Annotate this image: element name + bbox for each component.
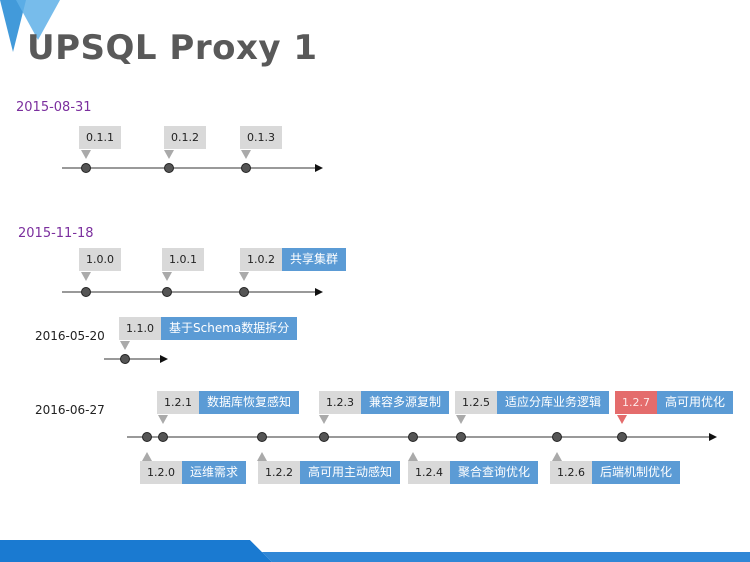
- feature-label: 高可用优化: [657, 391, 734, 414]
- timeline-1-node-3: [241, 163, 251, 173]
- timeline-4-node-1.2.3: [319, 432, 329, 442]
- version-label: 1.1.0: [119, 317, 161, 340]
- version-tag: 1.2.4 聚合查询优化: [408, 461, 539, 484]
- timeline-1-node-1: [81, 163, 91, 173]
- version-tag: 1.0.2 共享集群: [240, 248, 347, 271]
- version-tag: 1.2.3 兼容多源复制: [319, 391, 450, 414]
- feature-label: 适应分库业务逻辑: [497, 391, 610, 414]
- tag-pointer: [142, 452, 152, 461]
- release-date: 2016-05-20: [35, 329, 105, 343]
- tag-pointer: [257, 452, 267, 461]
- timeline-4-node-1.2.2: [257, 432, 267, 442]
- version-label: 1.2.0: [140, 461, 182, 484]
- feature-label: 聚合查询优化: [450, 461, 539, 484]
- tag-pointer: [552, 452, 562, 461]
- feature-label: 运维需求: [182, 461, 247, 484]
- timeline-4-node-1.2.5: [456, 432, 466, 442]
- version-tag: 1.2.0 运维需求: [140, 461, 247, 484]
- version-label: 1.2.3: [319, 391, 361, 414]
- feature-label: 后端机制优化: [592, 461, 681, 484]
- tag-pointer: [158, 415, 168, 424]
- tag-pointer: [456, 415, 466, 424]
- version-label: 1.0.1: [162, 248, 204, 271]
- version-tag: 0.1.2: [164, 126, 206, 149]
- page-title: UPSQL Proxy 1: [27, 28, 318, 68]
- timeline-4-node-1.2.0: [142, 432, 152, 442]
- version-tag: 1.1.0 基于Schema数据拆分: [119, 317, 298, 340]
- feature-label: 兼容多源复制: [361, 391, 450, 414]
- release-date: 2015-11-18: [18, 226, 94, 241]
- tag-pointer: [162, 272, 172, 281]
- tag-pointer: [408, 452, 418, 461]
- version-label: 1.2.6: [550, 461, 592, 484]
- footer-band: [0, 540, 750, 562]
- tag-pointer: [120, 341, 130, 350]
- version-tag: 1.2.5 适应分库业务逻辑: [455, 391, 610, 414]
- timeline-4-node-1.2.4: [408, 432, 418, 442]
- tag-pointer: [617, 415, 627, 424]
- version-label: 1.2.4: [408, 461, 450, 484]
- version-tag: 0.1.1: [79, 126, 121, 149]
- version-label: 0.1.1: [79, 126, 121, 149]
- tag-pointer: [239, 272, 249, 281]
- tag-pointer: [81, 272, 91, 281]
- version-tag: 0.1.3: [240, 126, 282, 149]
- tag-pointer: [319, 415, 329, 424]
- timeline-2-node-2: [162, 287, 172, 297]
- timeline-4-node-1.2.7: [617, 432, 627, 442]
- timeline-4-node-1.2.6: [552, 432, 562, 442]
- version-label: 1.2.1: [157, 391, 199, 414]
- version-label: 1.0.0: [79, 248, 121, 271]
- version-label: 0.1.3: [240, 126, 282, 149]
- version-label: 1.2.5: [455, 391, 497, 414]
- feature-label: 共享集群: [282, 248, 347, 271]
- version-label: 1.0.2: [240, 248, 282, 271]
- version-tag: 1.0.0: [79, 248, 121, 271]
- version-label: 1.2.7: [615, 391, 657, 414]
- version-tag: 1.2.1 数据库恢复感知: [157, 391, 300, 414]
- version-tag: 1.2.2 高可用主动感知: [258, 461, 401, 484]
- timeline-4-node-1.2.1: [158, 432, 168, 442]
- feature-label: 数据库恢复感知: [199, 391, 300, 414]
- timeline-1-node-2: [164, 163, 174, 173]
- tag-pointer: [164, 150, 174, 159]
- timeline-3-node-1: [120, 354, 130, 364]
- feature-label: 高可用主动感知: [300, 461, 401, 484]
- version-tag: 1.2.6 后端机制优化: [550, 461, 681, 484]
- version-label: 1.2.2: [258, 461, 300, 484]
- release-date: 2016-06-27: [35, 403, 105, 417]
- feature-label: 基于Schema数据拆分: [161, 317, 298, 340]
- tag-pointer: [81, 150, 91, 159]
- release-date: 2015-08-31: [16, 100, 92, 115]
- tag-pointer: [241, 150, 251, 159]
- version-tag-highlighted: 1.2.7 高可用优化: [615, 391, 734, 414]
- timeline-2-node-3: [239, 287, 249, 297]
- timeline-2-node-1: [81, 287, 91, 297]
- version-tag: 1.0.1: [162, 248, 204, 271]
- version-label: 0.1.2: [164, 126, 206, 149]
- corner-decoration: [0, 0, 60, 52]
